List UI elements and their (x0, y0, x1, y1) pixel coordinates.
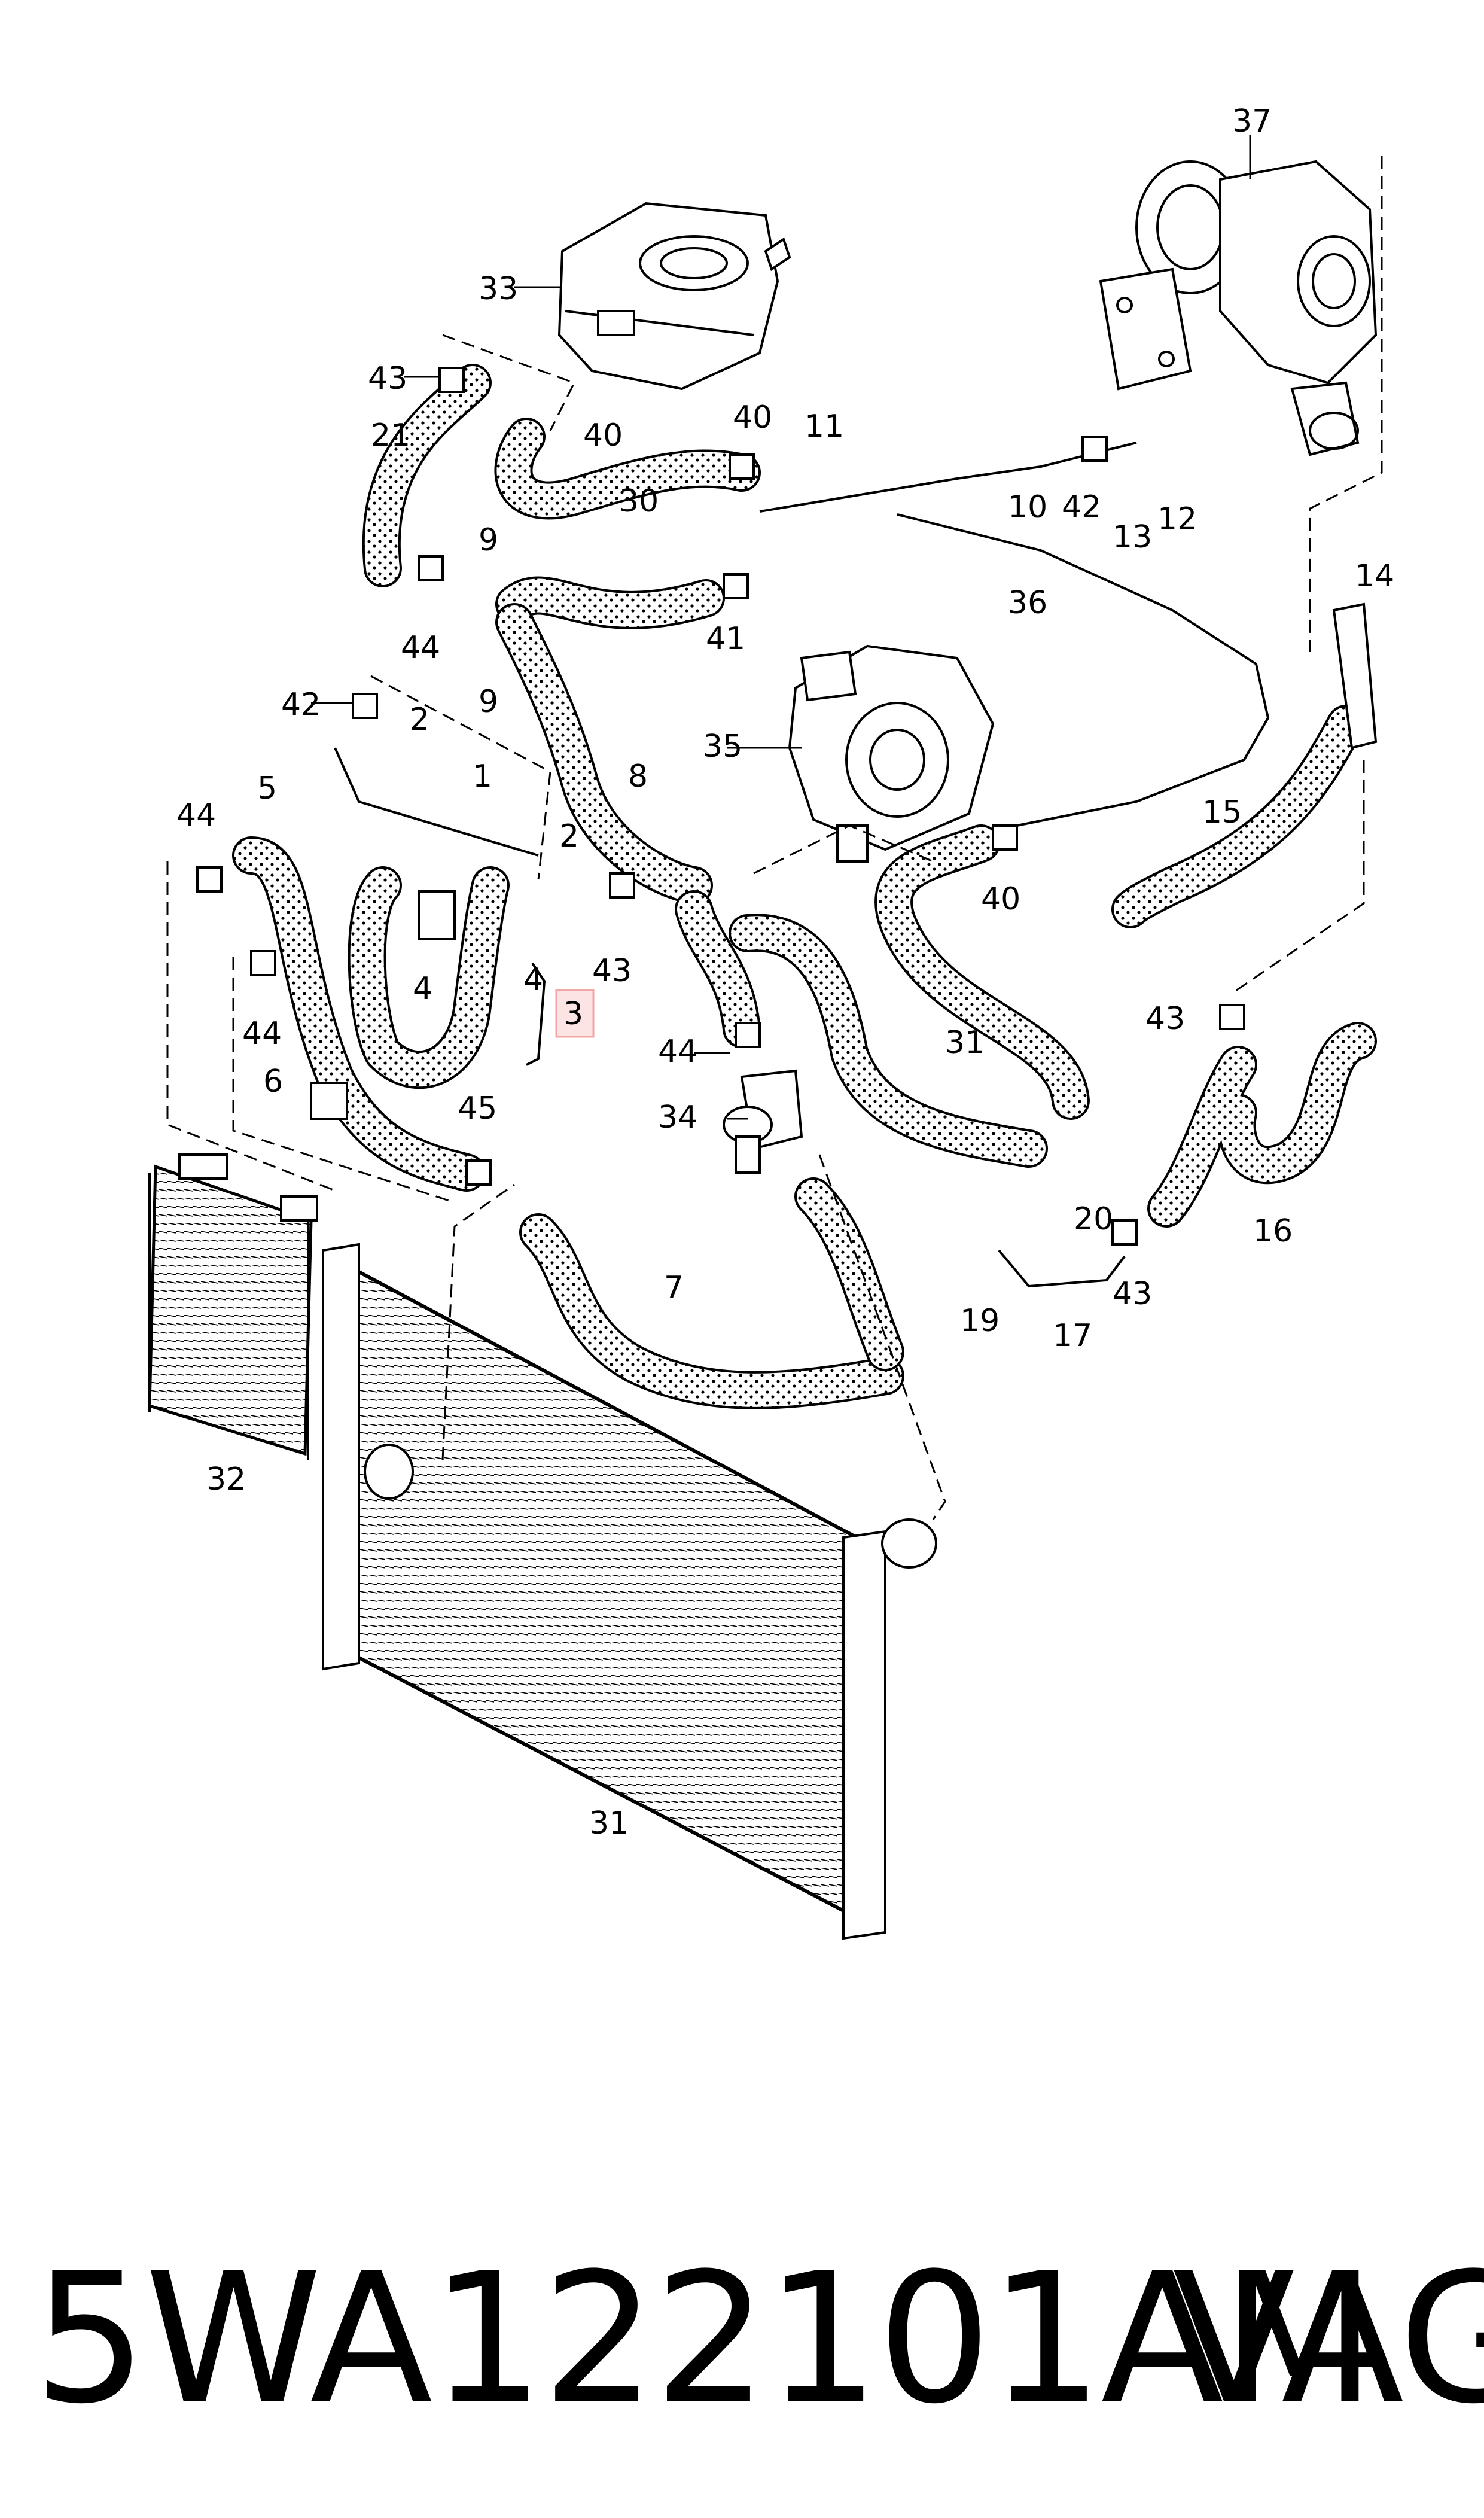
callout-34: 35 (703, 729, 742, 765)
callout-4: 4 (523, 962, 543, 998)
callout-37: 37 (1232, 103, 1272, 139)
callout-19: 20 (1074, 1201, 1113, 1237)
callout-labels: 37 33 43 21 40 40 11 30 10 42 12 13 9 36… (176, 103, 1394, 1841)
coolant-pump-housing (788, 644, 995, 863)
callout-30: 31 (945, 1025, 985, 1061)
callout-3: 3 (563, 996, 583, 1032)
auxiliary-radiator (148, 1153, 318, 1460)
callout-43: 43 (1145, 1001, 1185, 1037)
callout-13: 13 (1113, 519, 1152, 555)
main-radiator (322, 1243, 937, 1940)
callout-11: 11 (805, 409, 844, 444)
callout-40: 40 (733, 400, 772, 436)
callout-40: 40 (981, 881, 1020, 917)
callout-15: 14 (1355, 558, 1394, 594)
callout-41: 41 (706, 621, 745, 657)
callout-2: 2 (410, 702, 429, 738)
callout-2: 2 (559, 818, 579, 854)
clamps (196, 367, 1378, 1246)
callout-43: 42 (281, 687, 321, 723)
callout-45: 45 (458, 1091, 497, 1126)
callout-1: 1 (473, 759, 492, 794)
callout-16: 16 (1253, 1213, 1293, 1249)
callout-18: 19 (960, 1303, 1000, 1339)
callout-42: 42 (1062, 489, 1101, 525)
callout-4: 4 (413, 971, 432, 1007)
callout-44: 44 (242, 1016, 282, 1052)
callout-8: 8 (628, 759, 648, 794)
callout-9: 9 (479, 684, 498, 720)
cooling-system-exploded-diagram: 37 33 43 21 40 40 11 30 10 42 12 13 9 36… (148, 103, 1394, 1940)
auxiliary-coolant-pump (723, 1069, 803, 1174)
callout-12: 12 (1157, 501, 1197, 537)
callout-31: 31 (589, 1805, 629, 1841)
highlighted-callout-3-box[interactable] (555, 989, 595, 1038)
callout-44: 44 (658, 1034, 697, 1070)
callout-36: 36 (1008, 585, 1047, 621)
callout-42: 43 (1113, 1276, 1152, 1312)
callout-7: 7 (664, 1270, 684, 1306)
callout-40: 40 (583, 418, 623, 453)
callout-43: 43 (368, 361, 407, 397)
turbocharger (1099, 160, 1378, 456)
callout-20: 21 (371, 418, 410, 453)
assembly-outlines (166, 156, 1383, 1520)
callout-44: 44 (176, 797, 216, 833)
leader-lines (311, 135, 1251, 1120)
callout-33: 33 (479, 271, 518, 307)
callout-14: 15 (1202, 794, 1242, 830)
callout-9: 9 (479, 522, 498, 558)
callout-5: 5 (257, 771, 277, 806)
callout-43: 43 (592, 953, 632, 989)
callout-10: 10 (1008, 489, 1047, 525)
callout-17: 17 (1053, 1318, 1092, 1354)
callout-35: 34 (658, 1100, 697, 1135)
callout-32: 32 (206, 1462, 246, 1497)
part-number: 5WA122101AM (33, 2234, 1376, 2443)
callout-44: 44 (401, 630, 440, 666)
expansion-tank (557, 202, 791, 391)
brand-label: VAG (1172, 2234, 1484, 2443)
coolant-hoses (232, 364, 1377, 1409)
callout-21: 30 (619, 483, 659, 519)
callout-6: 6 (263, 1064, 283, 1100)
